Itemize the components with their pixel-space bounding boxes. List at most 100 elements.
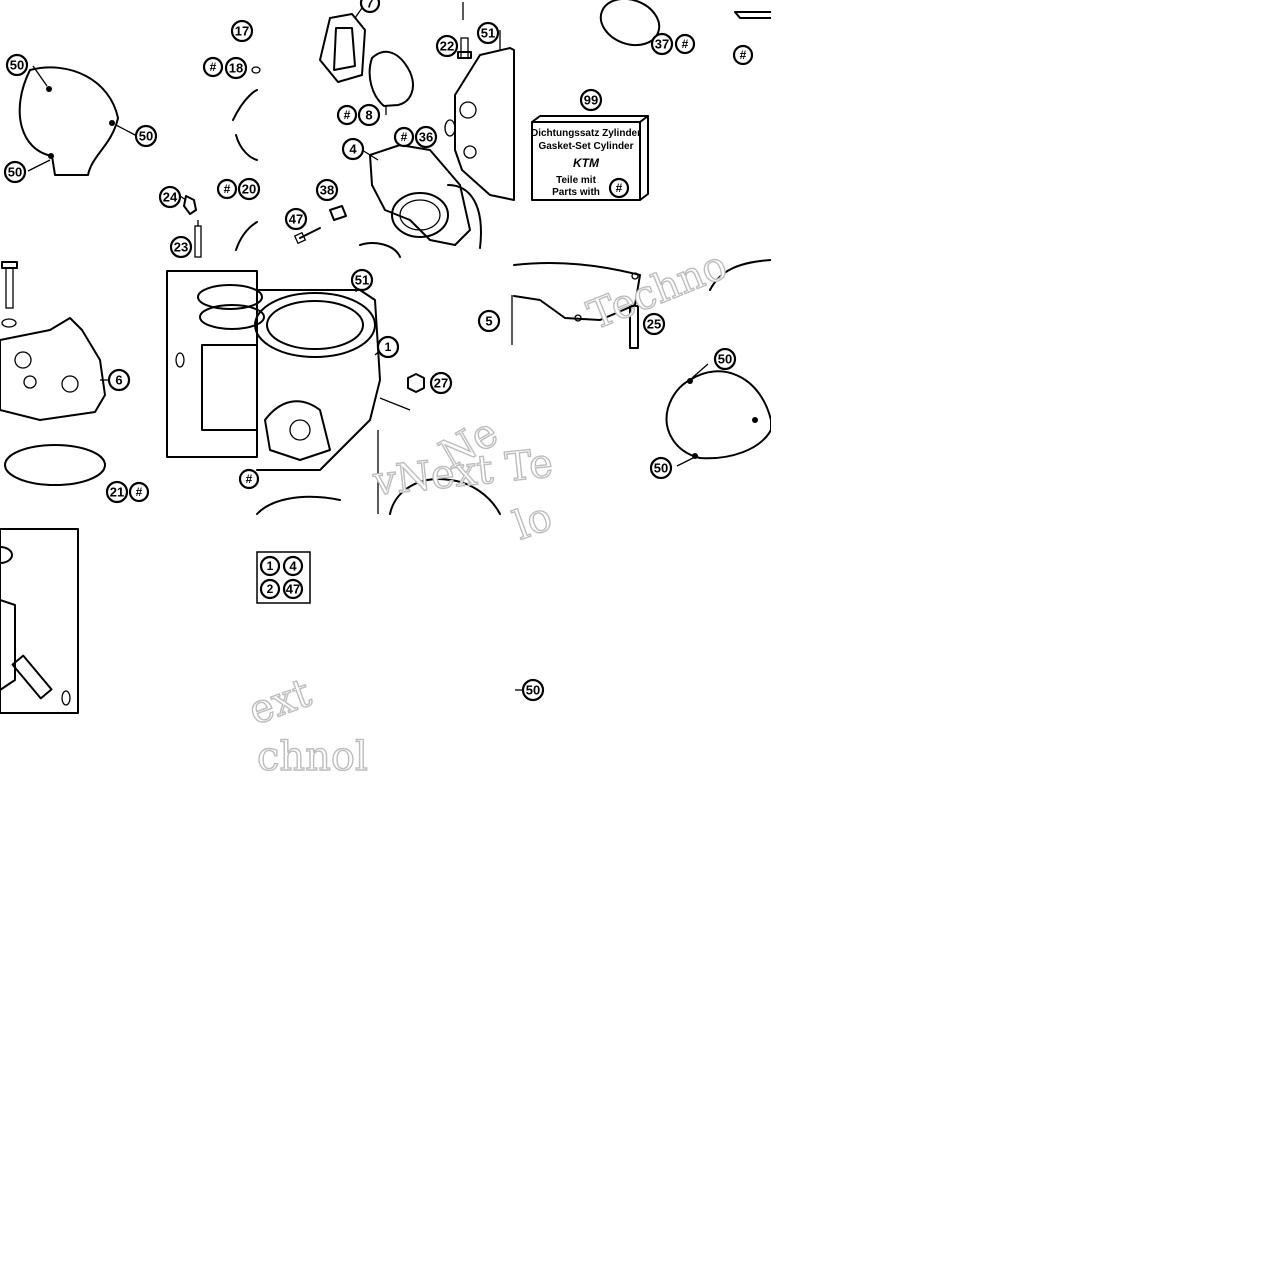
kit-label-line3: Teile mit [556, 175, 596, 186]
leader-27 [379, 397, 411, 411]
gasket-outline-left [18, 65, 136, 176]
piston-box-2 [166, 270, 265, 458]
callout-23: 23 [169, 235, 193, 259]
callout-8: 8 [357, 103, 381, 127]
callout-50-e: 50 [649, 456, 673, 480]
svg-text:5: 5 [485, 314, 492, 329]
callout-20: 20 [237, 177, 261, 201]
svg-text:50: 50 [10, 58, 24, 73]
callout-hash-21: # [128, 481, 150, 503]
ktm-logo: KTM [573, 156, 600, 170]
callout-50-c: 50 [3, 160, 27, 184]
callout-51-top: 51 [476, 21, 500, 45]
kit-label-line4: Parts with [552, 187, 600, 198]
callout-25: 25 [642, 312, 666, 336]
svg-text:36: 36 [419, 130, 433, 145]
callout-hash-37: # [674, 33, 696, 55]
svg-text:4: 4 [349, 142, 357, 157]
callout-hash-20: # [216, 178, 238, 200]
callout-18: 18 [224, 56, 248, 80]
o-ring-20-fragment [235, 221, 258, 251]
svg-text:#: # [136, 485, 143, 499]
kit-symbol: # [616, 181, 623, 195]
svg-text:1: 1 [385, 340, 392, 354]
gasket-kit-box: Dichtungssatz Zylinder Gasket-Set Cylind… [531, 115, 649, 201]
svg-text:50: 50 [654, 461, 668, 476]
callout-6: 6 [107, 368, 131, 392]
svg-text:51: 51 [481, 26, 495, 41]
piston-box-bottom [0, 528, 79, 714]
svg-text:#: # [401, 130, 408, 144]
callout-7: 7 [359, 0, 381, 14]
callout-99: 99 [579, 88, 603, 112]
gasket-8 [368, 50, 414, 115]
callout-24: 24 [158, 185, 182, 209]
small-ring-36 [444, 119, 456, 137]
callout-21: 21 [105, 480, 129, 504]
svg-text:25: 25 [647, 317, 661, 332]
svg-text:7: 7 [366, 0, 373, 11]
svg-text:20: 20 [242, 182, 256, 197]
bolt-left [1, 261, 18, 328]
base-gasket-5 [511, 262, 641, 345]
svg-text:99: 99 [584, 93, 598, 108]
ring-fragment-f [709, 259, 772, 291]
callout-38: 38 [315, 178, 339, 202]
svg-text:18: 18 [229, 61, 243, 76]
svg-text:#: # [740, 48, 747, 62]
callout-hash-30: # [732, 44, 754, 66]
callout-50-f: 50 [521, 678, 545, 702]
ring-fragment-b [359, 242, 401, 258]
svg-text:#: # [246, 472, 253, 486]
svg-text:27: 27 [434, 376, 448, 391]
svg-text:17: 17 [235, 24, 249, 39]
gasket-30-fragment [734, 11, 772, 19]
callout-47: 47 [284, 207, 308, 231]
legend-box: 1 4 2 47 [256, 551, 311, 604]
bolt-23 [194, 220, 202, 258]
svg-text:22: 22 [440, 39, 454, 54]
svg-text:50: 50 [8, 165, 22, 180]
legend-hash2-label: 2 [267, 582, 274, 596]
svg-text:21: 21 [110, 485, 124, 500]
svg-text:#: # [210, 60, 217, 74]
bolt-47 [293, 227, 321, 245]
crankcase-fragment [454, 30, 515, 201]
legend-4-label: 4 [289, 559, 297, 574]
watermark-5: lo [508, 494, 558, 550]
callout-5: 5 [477, 309, 501, 333]
nut-27 [407, 373, 425, 393]
callout-50-d: 50 [713, 347, 737, 371]
stud-22 [457, 37, 472, 59]
clip-38 [329, 205, 347, 221]
svg-text:#: # [344, 108, 351, 122]
legend-hash1-label: 1 [267, 559, 274, 573]
cylinder-1 [254, 275, 384, 471]
cylinder-head-top-fragment [232, 66, 261, 161]
callout-hash-36: # [393, 126, 415, 148]
callout-hash-18: # [202, 56, 224, 78]
svg-text:47: 47 [289, 212, 303, 227]
intake-manifold-4 [361, 144, 482, 249]
svg-text:#: # [682, 37, 689, 51]
callout-27: 27 [429, 371, 453, 395]
callout-50-b: 50 [134, 124, 158, 148]
stud-25 [629, 305, 639, 349]
svg-text:50: 50 [526, 683, 540, 698]
gasket-bottom-e [256, 495, 341, 515]
svg-text:6: 6 [115, 373, 122, 388]
svg-text:23: 23 [174, 240, 188, 255]
callout-hash-1: 1 [376, 335, 400, 359]
svg-text:24: 24 [163, 190, 178, 205]
watermark-3: ext [243, 670, 317, 735]
callout-36: 36 [414, 125, 438, 149]
o-ring-37 [599, 0, 661, 47]
svg-text:51: 51 [355, 273, 369, 288]
callout-37: 37 [650, 32, 674, 56]
kit-label-line2: Gasket-Set Cylinder [538, 141, 633, 152]
callout-hash-8: # [336, 104, 358, 126]
callout-50-a: 50 [5, 53, 29, 77]
callout-17: 17 [230, 19, 254, 43]
